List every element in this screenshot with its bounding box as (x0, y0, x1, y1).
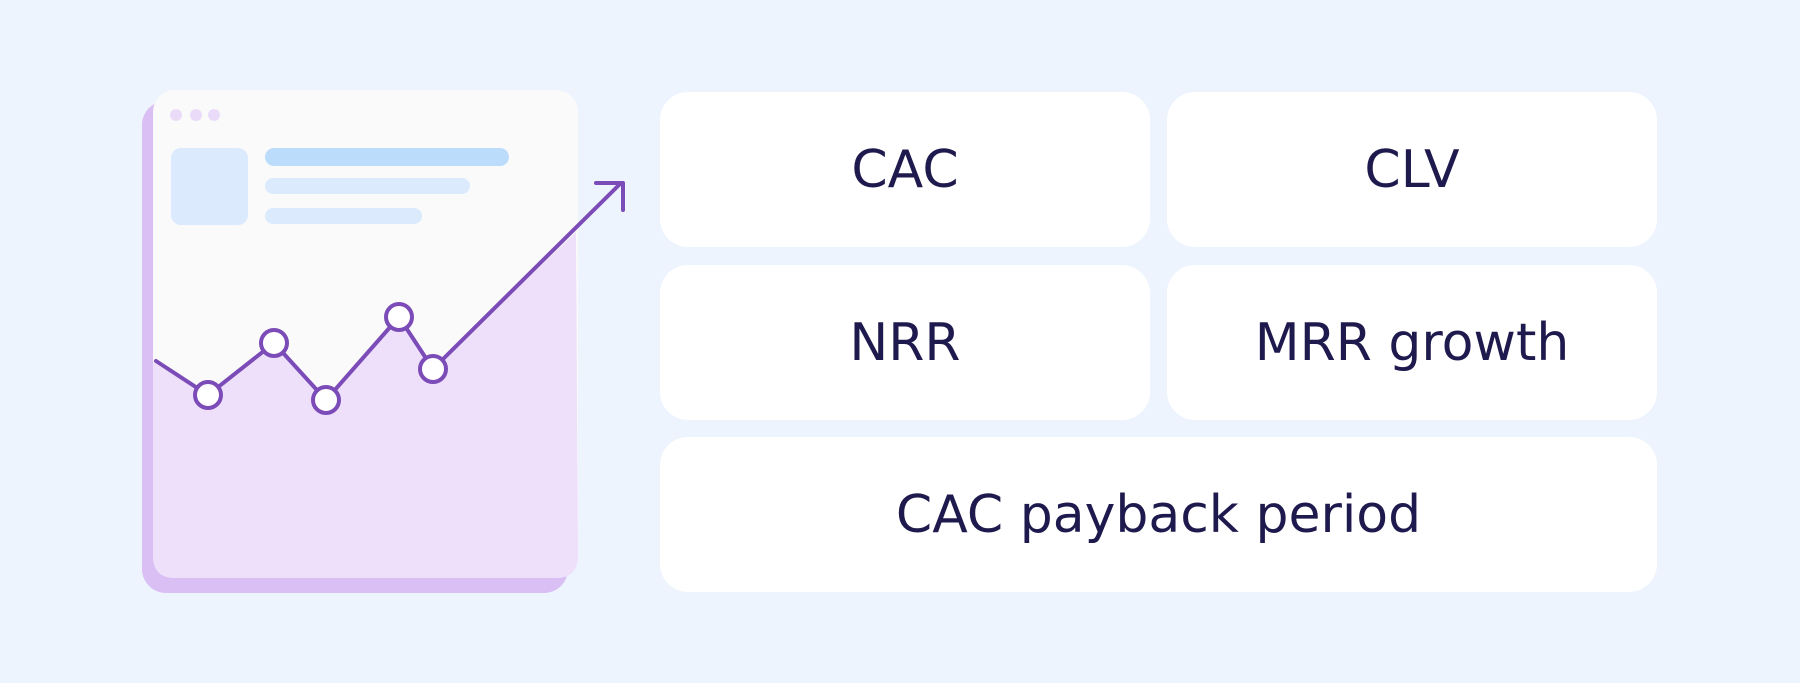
window-dot (170, 109, 182, 121)
metric-card-cac-payback: CAC payback period (660, 437, 1657, 592)
trend-point (193, 380, 223, 410)
metric-label-cac-payback: CAC payback period (895, 484, 1422, 545)
metric-label-mrr-growth: MRR growth (1254, 312, 1570, 373)
metric-card-nrr: NRR (660, 265, 1150, 420)
window-dot (208, 109, 220, 121)
trend-point (384, 302, 414, 332)
text-placeholder-line (265, 178, 470, 194)
trend-arrow-icon (594, 181, 625, 212)
text-placeholder-line (265, 208, 422, 224)
metric-card-clv: CLV (1167, 92, 1657, 247)
window-dot (190, 109, 202, 121)
metric-card-cac: CAC (660, 92, 1150, 247)
trend-point (259, 328, 289, 358)
metric-label-clv: CLV (1364, 139, 1460, 200)
chart-area-fill (153, 232, 578, 578)
trend-point (311, 385, 341, 415)
growth-chart-illustration (142, 90, 625, 593)
metric-label-nrr: NRR (849, 312, 961, 373)
image-placeholder (171, 148, 248, 225)
text-placeholder-line (265, 148, 509, 166)
metric-card-mrr-growth: MRR growth (1167, 265, 1657, 420)
trend-point (418, 354, 448, 384)
metric-label-cac: CAC (851, 139, 959, 200)
